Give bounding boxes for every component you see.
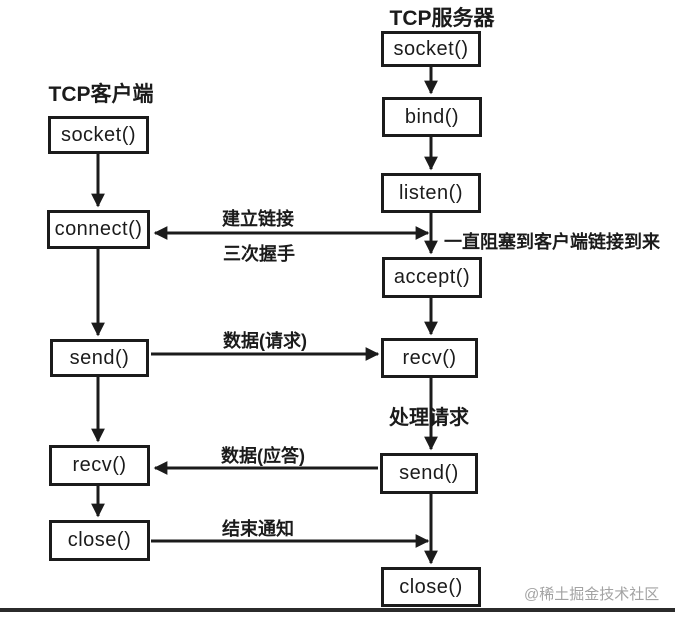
server-send-box: send() — [380, 453, 478, 494]
client-recv-box: recv() — [49, 445, 150, 486]
label-process-request: 处理请求 — [389, 407, 469, 429]
server-bind-box: bind() — [382, 97, 482, 137]
server-column-title: TCP服务器 — [389, 7, 495, 30]
client-close-box: close() — [49, 520, 150, 561]
label-end-notice: 结束通知 — [222, 519, 294, 539]
server-listen-box: listen() — [381, 173, 481, 213]
label-three-way-handshake: 三次握手 — [223, 244, 295, 264]
client-send-box: send() — [50, 339, 149, 377]
label-data-request: 数据(请求) — [223, 331, 307, 351]
label-data-reply: 数据(应答) — [221, 446, 305, 466]
bottom-divider — [0, 608, 675, 612]
client-connect-box: connect() — [47, 210, 150, 249]
server-accept-box: accept() — [382, 257, 482, 298]
label-blocking-note: 一直阻塞到客户端链接到来 — [444, 232, 660, 252]
server-close-box: close() — [381, 567, 481, 607]
label-establish-connection: 建立链接 — [222, 209, 294, 229]
client-socket-box: socket() — [48, 116, 149, 154]
client-column-title: TCP客户端 — [48, 83, 154, 106]
server-recv-box: recv() — [381, 338, 478, 378]
watermark: @稀土掘金技术社区 — [524, 586, 660, 603]
server-socket-box: socket() — [381, 31, 481, 67]
